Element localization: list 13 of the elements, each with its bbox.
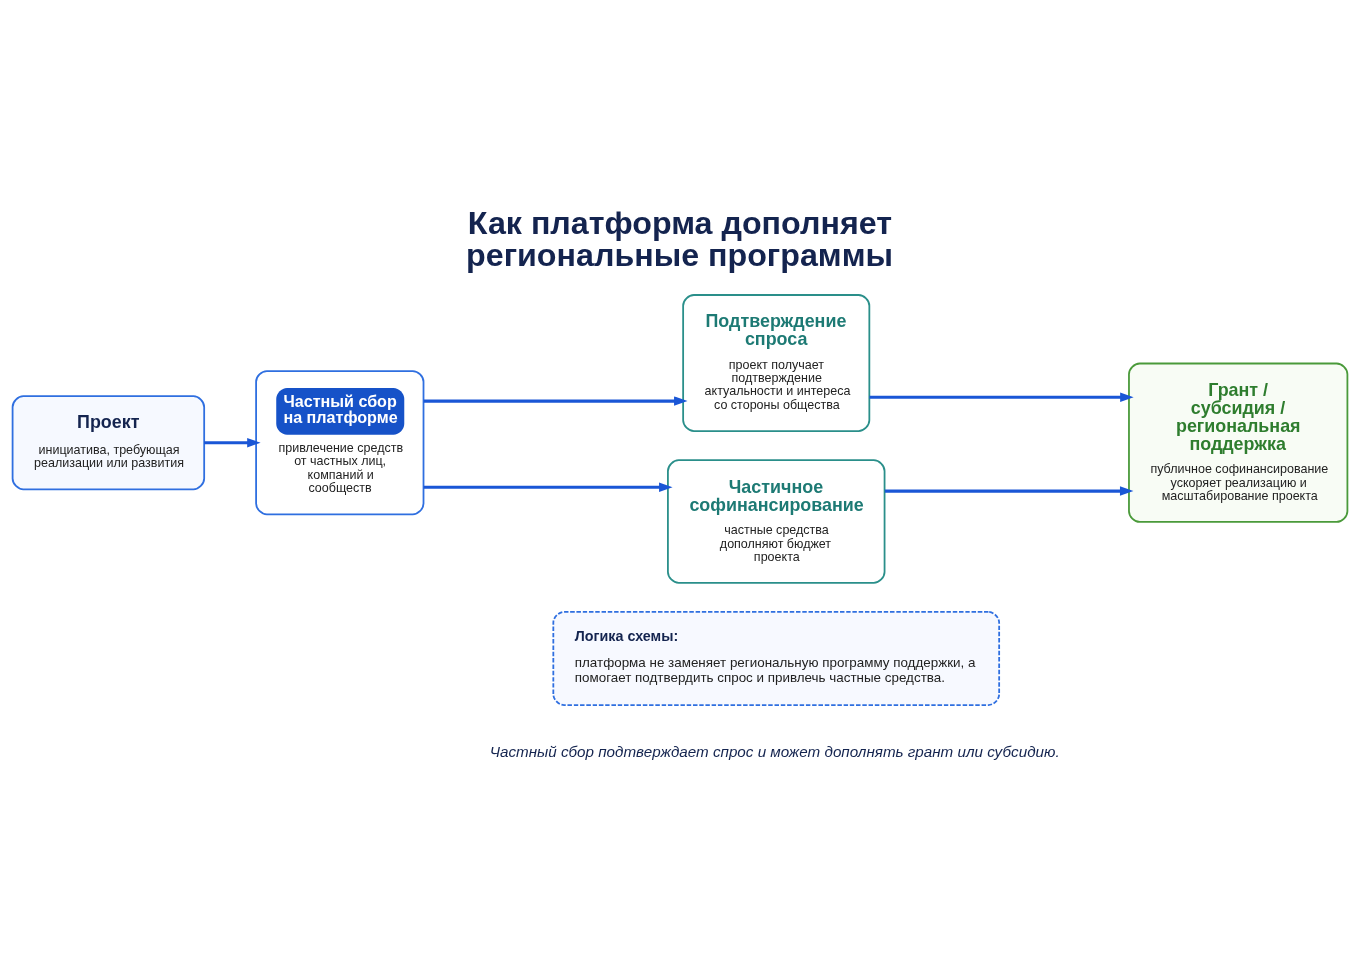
node-box: Частичное софинансирование частные средства дополняют бюджет проекта	[667, 459, 886, 584]
caption: Частный сбор подтверждает спрос и может дополнять грант или субсидию.	[489, 743, 1060, 761]
arrow	[884, 486, 1134, 496]
arrow	[204, 438, 261, 448]
node-box: Логика схемы: платформа не заменяет региональную программу поддержки, а помогает подтвердить спрос и привлечь частные средства.	[552, 611, 1001, 706]
diagram-title: Как платформа дополняет региональные программы	[466, 204, 894, 274]
node-box: Частный сбор на платформе привлечение средств от частных лиц, компаний и сообществ	[255, 370, 425, 516]
node-box: Проект инициатива, требующая реализации или развития	[11, 395, 206, 491]
arrow	[423, 396, 688, 406]
arrow	[869, 392, 1134, 402]
node-box: Грант / субсидия / региональная поддержка публичное софинансирование ускоряет реализацию и масштабирование проекта	[1128, 362, 1349, 523]
node-box: Подтверждение спроса проект получает подтверждение актуальности и интереса со стороны общества	[682, 294, 871, 432]
arrow	[423, 482, 673, 492]
